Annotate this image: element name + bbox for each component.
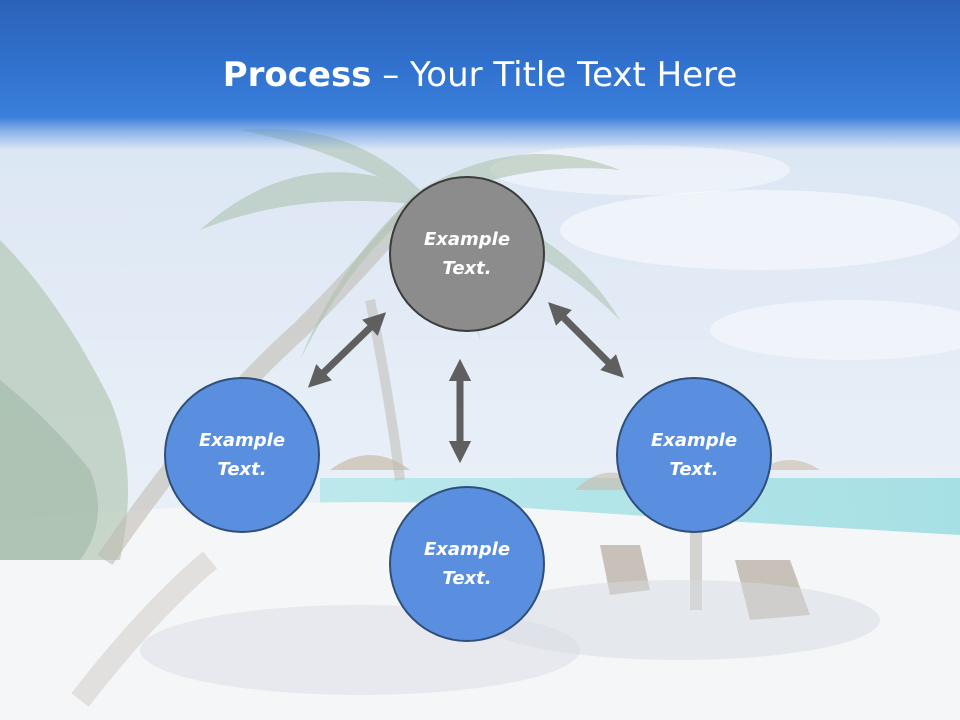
title-bold: Process <box>222 55 372 95</box>
circle-right-label: Example Text. <box>650 430 738 480</box>
title-rest: – Your Title Text Here <box>371 55 738 95</box>
circle-left-label: Example Text. <box>198 430 286 480</box>
circle-right: Example Text. <box>616 377 772 533</box>
circle-top: Example Text. <box>389 176 545 332</box>
arrow-top-right <box>548 302 624 378</box>
circle-left: Example Text. <box>164 377 320 533</box>
circle-bottom-label: Example Text. <box>423 539 511 589</box>
header-band <box>0 0 960 150</box>
arrow-top-left <box>307 312 387 388</box>
slide-title: Process – Your Title Text Here <box>0 52 960 98</box>
circle-bottom: Example Text. <box>389 486 545 642</box>
circle-top-label: Example Text. <box>423 229 511 279</box>
